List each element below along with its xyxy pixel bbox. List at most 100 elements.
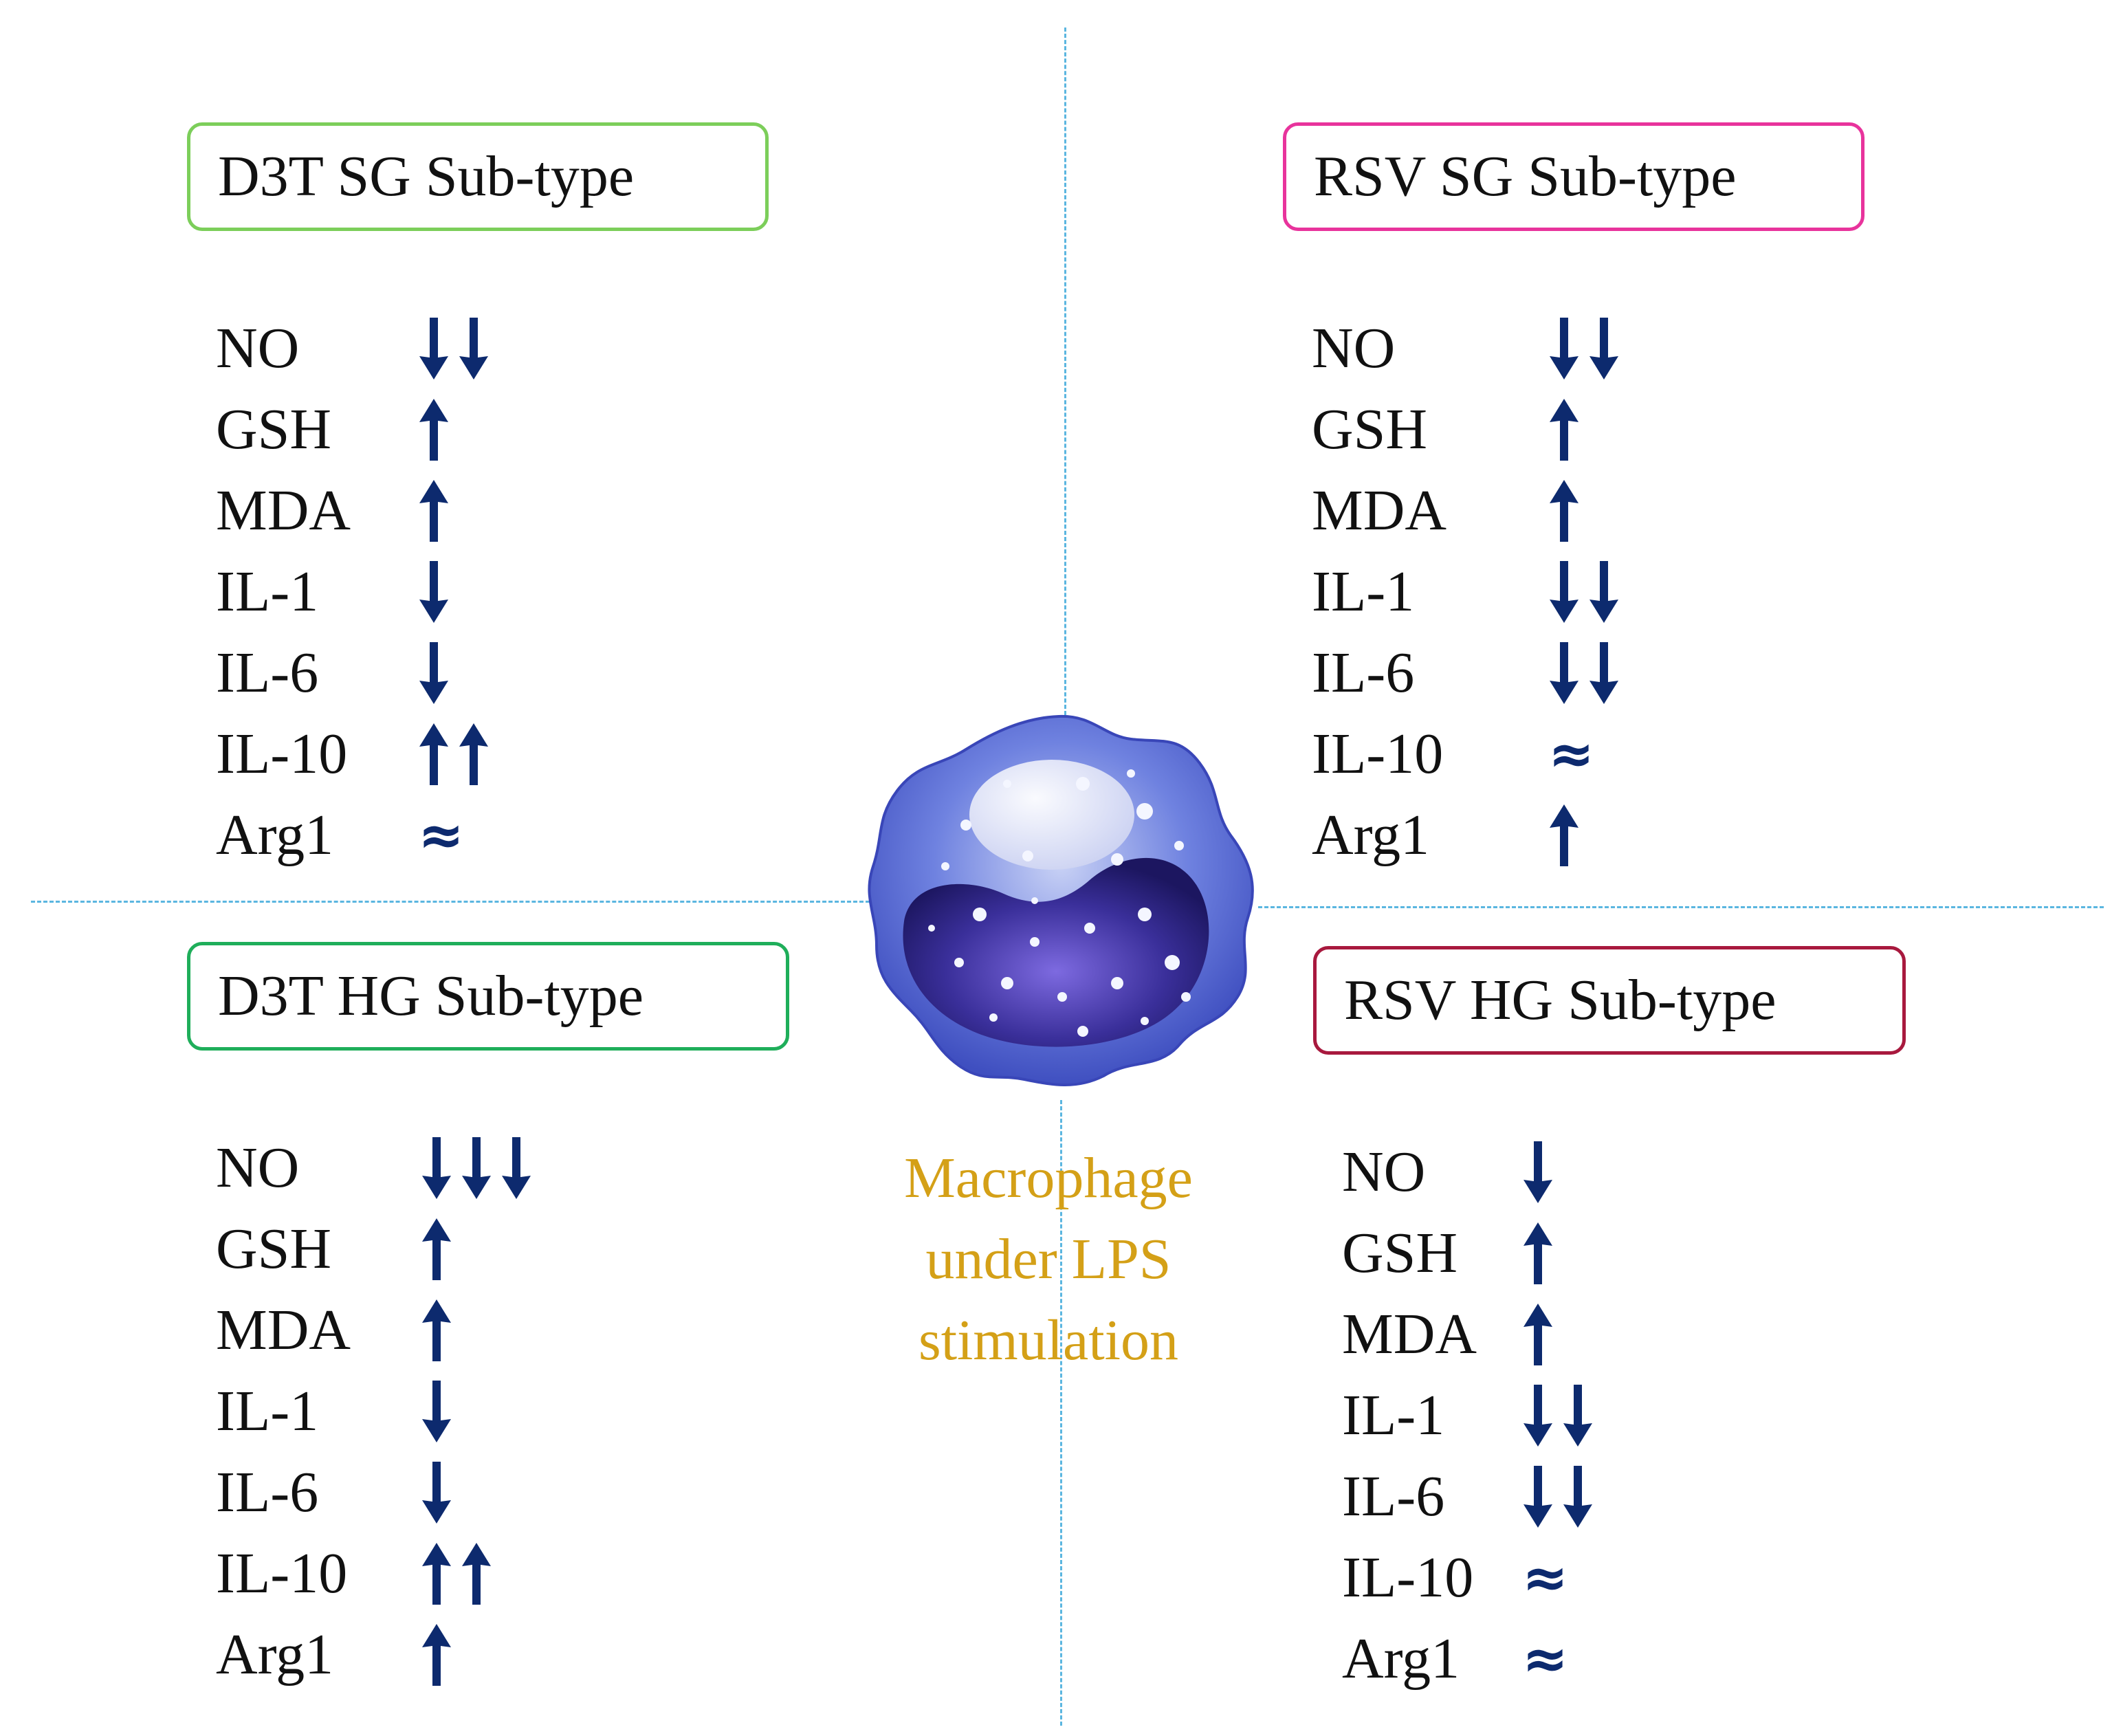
arrow-down-icon bbox=[422, 1137, 451, 1199]
arrow-up-icon bbox=[422, 1543, 451, 1605]
marker-name: IL-1 bbox=[1342, 1383, 1445, 1447]
arrow-down-icon bbox=[419, 561, 448, 623]
marker-change bbox=[1548, 470, 1588, 551]
marker-change: ≈ bbox=[1522, 1618, 1568, 1700]
arrow-down-icon bbox=[422, 1381, 451, 1442]
marker-name: IL-6 bbox=[216, 641, 319, 705]
marker-name: GSH bbox=[1312, 397, 1428, 461]
marker-name: NO bbox=[1312, 316, 1396, 380]
marker-name: MDA bbox=[1312, 479, 1447, 542]
marker-change bbox=[1548, 795, 1588, 876]
caption-line: stimulation bbox=[918, 1308, 1178, 1372]
marker-change bbox=[418, 551, 458, 633]
arrow-down-icon bbox=[462, 1137, 491, 1199]
marker-change bbox=[421, 1533, 500, 1614]
marker-change bbox=[421, 1209, 461, 1290]
arrow-down-icon bbox=[1524, 1385, 1552, 1447]
vertical-divider-top bbox=[1064, 28, 1066, 715]
quadrant-title-box: RSV SG Sub-type bbox=[1283, 122, 1864, 231]
quadrant-title: RSV HG Sub-type bbox=[1344, 968, 1776, 1032]
arrow-down-icon bbox=[422, 1462, 451, 1524]
arrow-down-icon bbox=[1590, 318, 1618, 380]
arrow-down-icon bbox=[419, 318, 448, 380]
marker-change bbox=[418, 633, 458, 714]
arrow-down-icon bbox=[1550, 642, 1578, 704]
arrow-up-icon bbox=[1524, 1304, 1552, 1365]
marker-change bbox=[421, 1614, 461, 1695]
approx-equal-icon: ≈ bbox=[1548, 722, 1595, 786]
marker-change bbox=[421, 1371, 461, 1452]
marker-name: IL-1 bbox=[216, 1379, 319, 1443]
arrow-up-icon bbox=[419, 399, 448, 461]
arrow-up-icon bbox=[1550, 804, 1578, 866]
marker-name: MDA bbox=[1342, 1302, 1477, 1366]
marker-name: NO bbox=[216, 1136, 300, 1200]
arrow-down-icon bbox=[1563, 1385, 1592, 1447]
nucleus bbox=[903, 857, 1209, 1047]
quadrant-title: D3T HG Sub-type bbox=[218, 964, 644, 1028]
marker-name: Arg1 bbox=[216, 1623, 334, 1686]
arrow-down-icon bbox=[502, 1137, 531, 1199]
arrow-down-icon bbox=[1524, 1141, 1552, 1203]
arrow-up-icon bbox=[422, 1624, 451, 1686]
quadrant-title-box: D3T HG Sub-type bbox=[187, 942, 789, 1051]
marker-name: IL-6 bbox=[1312, 641, 1415, 705]
macrophage-caption: Macrophage under LPS stimulation bbox=[852, 1138, 1244, 1381]
marker-name: NO bbox=[216, 316, 300, 380]
macrophage-cell-illustration bbox=[868, 714, 1254, 1086]
vertical-divider-bottom bbox=[1060, 1100, 1062, 1726]
marker-change: ≈ bbox=[1548, 714, 1594, 795]
marker-change bbox=[1522, 1294, 1562, 1375]
marker-name: NO bbox=[1342, 1140, 1426, 1204]
arrow-down-icon bbox=[1590, 642, 1618, 704]
arrow-up-icon bbox=[459, 723, 488, 785]
caption-line: under LPS bbox=[925, 1227, 1172, 1291]
marker-change bbox=[1548, 308, 1628, 389]
arrow-up-icon bbox=[462, 1543, 491, 1605]
marker-change bbox=[418, 389, 458, 470]
marker-change bbox=[1522, 1456, 1602, 1537]
marker-name: IL-10 bbox=[216, 1541, 348, 1605]
marker-name: IL-10 bbox=[216, 722, 348, 786]
quadrant-title-box: D3T SG Sub-type bbox=[187, 122, 769, 231]
marker-name: GSH bbox=[1342, 1221, 1458, 1285]
arrow-up-icon bbox=[419, 723, 448, 785]
approx-equal-icon: ≈ bbox=[418, 803, 465, 867]
granules bbox=[928, 769, 1191, 1037]
marker-change bbox=[1548, 633, 1628, 714]
approx-equal-icon: ≈ bbox=[1522, 1546, 1569, 1609]
marker-name: MDA bbox=[216, 1298, 351, 1362]
arrow-down-icon bbox=[459, 318, 488, 380]
marker-change bbox=[1522, 1213, 1562, 1294]
marker-name: MDA bbox=[216, 479, 351, 542]
marker-change bbox=[1548, 389, 1588, 470]
marker-change bbox=[421, 1452, 461, 1533]
arrow-down-icon bbox=[1590, 561, 1618, 623]
caption-line: Macrophage bbox=[904, 1146, 1193, 1210]
approx-equal-icon: ≈ bbox=[1522, 1627, 1569, 1691]
arrow-down-icon bbox=[1524, 1466, 1552, 1528]
marker-change: ≈ bbox=[418, 795, 464, 876]
marker-name: IL-6 bbox=[1342, 1464, 1445, 1528]
quadrant-title-box: RSV HG Sub-type bbox=[1313, 946, 1906, 1055]
marker-name: IL-6 bbox=[216, 1460, 319, 1524]
horizontal-divider-left bbox=[31, 901, 870, 903]
marker-name: Arg1 bbox=[1342, 1627, 1460, 1691]
marker-change bbox=[421, 1128, 540, 1209]
arrow-down-icon bbox=[1550, 561, 1578, 623]
arrow-up-icon bbox=[1550, 480, 1578, 542]
marker-change: ≈ bbox=[1522, 1537, 1568, 1618]
arrow-down-icon bbox=[1550, 318, 1578, 380]
horizontal-divider-right bbox=[1258, 906, 2104, 908]
marker-name: IL-1 bbox=[216, 560, 319, 624]
marker-change bbox=[421, 1290, 461, 1371]
marker-name: Arg1 bbox=[1312, 803, 1430, 867]
marker-change bbox=[418, 714, 498, 795]
marker-change bbox=[1522, 1132, 1562, 1213]
arrow-down-icon bbox=[1563, 1466, 1592, 1528]
arrow-down-icon bbox=[419, 642, 448, 704]
arrow-up-icon bbox=[1550, 399, 1578, 461]
marker-change bbox=[418, 470, 458, 551]
arrow-up-icon bbox=[1524, 1222, 1552, 1284]
marker-name: IL-1 bbox=[1312, 560, 1415, 624]
